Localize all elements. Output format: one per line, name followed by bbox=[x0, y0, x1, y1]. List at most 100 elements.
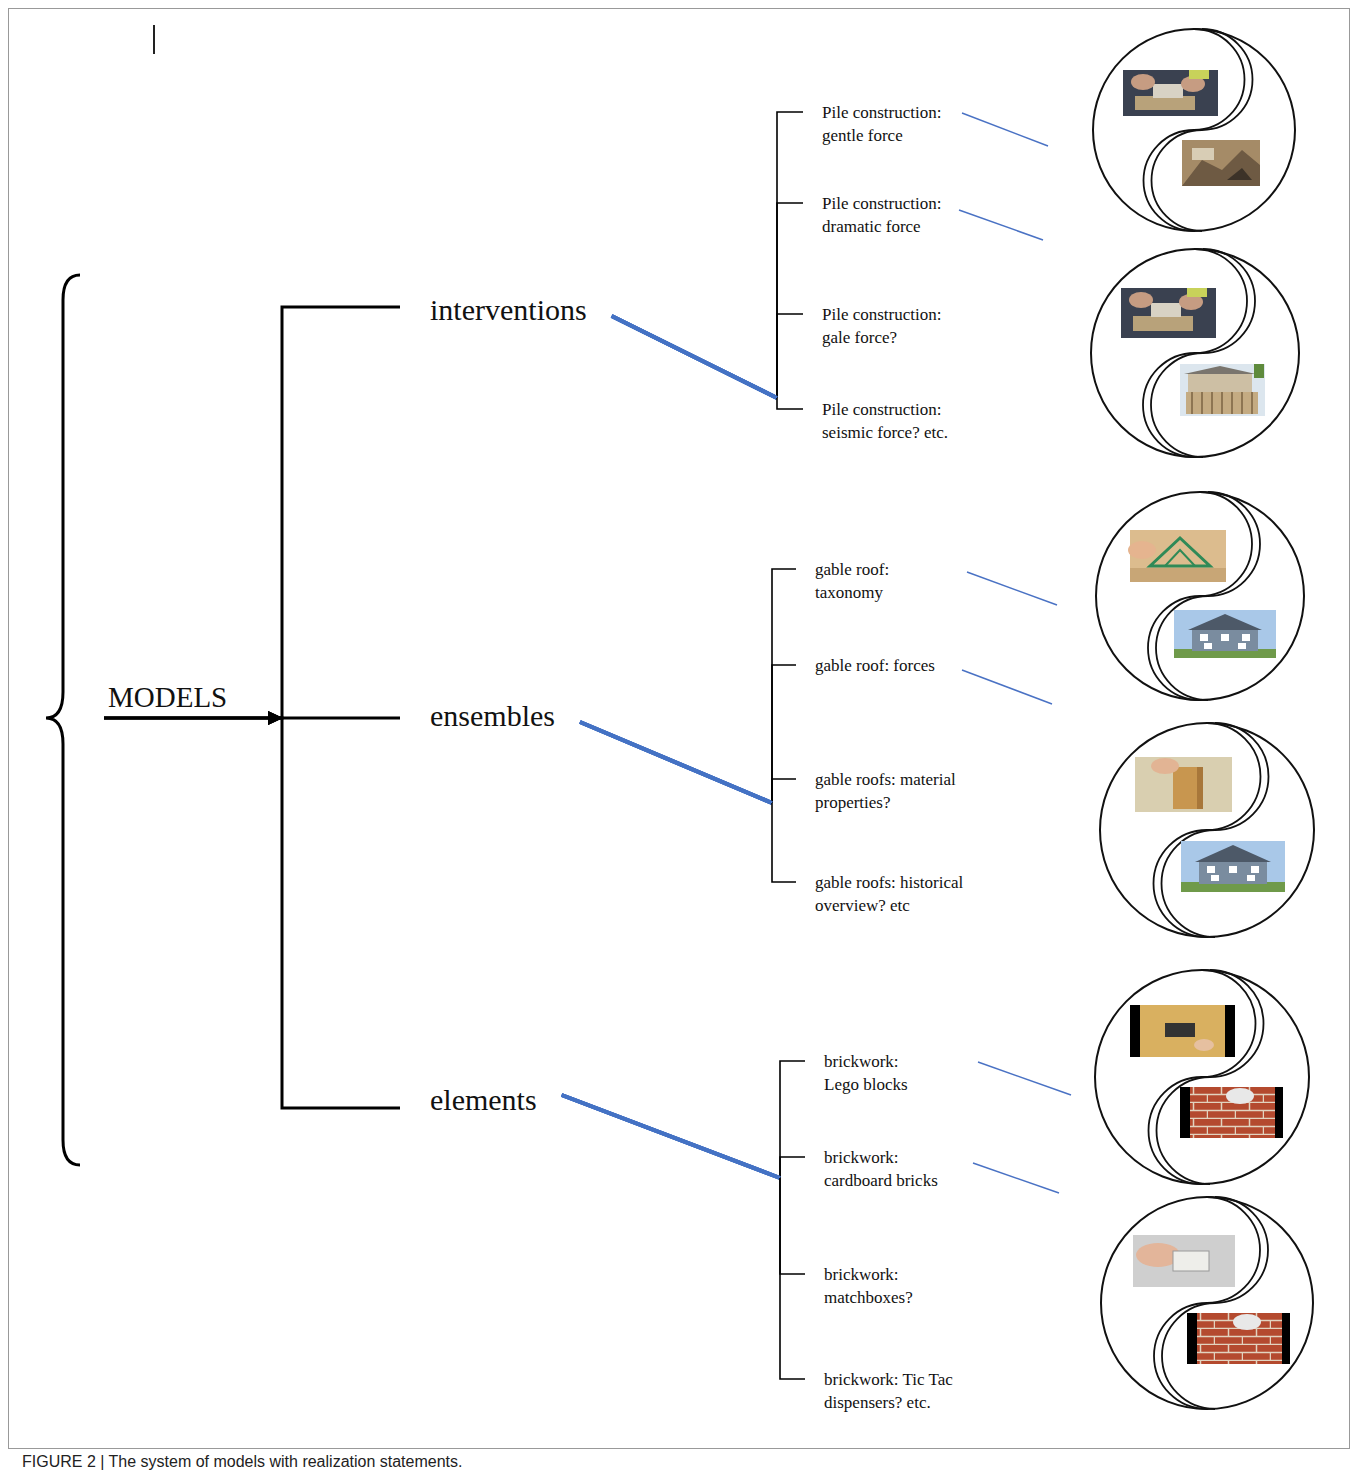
connector-line bbox=[772, 665, 796, 803]
photo-detail bbox=[1140, 1005, 1225, 1057]
category-label: elements bbox=[400, 1082, 562, 1118]
photo-ground bbox=[1180, 364, 1265, 416]
photo-detail bbox=[1207, 866, 1215, 873]
arrow-head bbox=[268, 711, 283, 725]
connector bbox=[580, 569, 796, 803]
leaf-label: gable roof: forces bbox=[796, 654, 939, 677]
connector-line bbox=[777, 203, 803, 398]
photo-detail bbox=[1197, 1313, 1282, 1364]
node-text: brickwork: Tic Tac dispensers? etc. bbox=[824, 1368, 955, 1414]
yin-yang-curve bbox=[1157, 970, 1264, 1184]
photo-detail bbox=[1192, 630, 1258, 651]
connector-line bbox=[780, 1061, 805, 1178]
yin-yang-circle bbox=[1095, 970, 1309, 1184]
connector-line bbox=[780, 1178, 805, 1274]
connector bbox=[562, 1095, 805, 1178]
yin-yang-curve bbox=[1151, 249, 1255, 457]
node-text: Pile construction: gentle force bbox=[822, 101, 944, 147]
connector-line bbox=[104, 718, 400, 1108]
lego-model-photo bbox=[1130, 1005, 1235, 1057]
node-text: Pile construction: gale force? bbox=[822, 303, 944, 349]
connector-line bbox=[104, 307, 400, 718]
photo-detail bbox=[1184, 366, 1256, 374]
connector-line bbox=[562, 1095, 780, 1178]
node-text: ensembles bbox=[430, 698, 555, 734]
photo-detail bbox=[1153, 84, 1183, 98]
leaf-label: gable roof: taxonomy bbox=[796, 558, 896, 604]
photo-ground bbox=[1130, 1005, 1235, 1057]
photo-detail bbox=[1227, 168, 1252, 180]
photo-detail bbox=[1165, 550, 1195, 566]
connector bbox=[612, 316, 803, 409]
photo-ground bbox=[1133, 1235, 1235, 1287]
connector bbox=[104, 711, 400, 1108]
yin-yang-circle bbox=[1100, 723, 1314, 937]
connector bbox=[562, 1061, 805, 1178]
figure-caption: FIGURE 2 | The system of models with rea… bbox=[22, 1452, 462, 1472]
leader-line bbox=[962, 113, 1048, 146]
connector-line bbox=[562, 1095, 780, 1178]
photo-detail bbox=[1131, 74, 1155, 90]
photo-ground bbox=[1182, 140, 1260, 186]
leader-line bbox=[978, 1062, 1071, 1095]
photo-detail bbox=[1129, 292, 1153, 308]
photo-ground bbox=[1187, 1313, 1290, 1364]
yin-yang-circle bbox=[1091, 249, 1299, 457]
node-text: gable roof: forces bbox=[815, 654, 935, 677]
photo-detail bbox=[1128, 541, 1156, 559]
yin-yang-circles bbox=[1091, 29, 1314, 1409]
photo-detail bbox=[1194, 1039, 1214, 1051]
yin-yang-curve bbox=[1162, 1197, 1268, 1409]
connector-line bbox=[772, 803, 796, 882]
connector-line bbox=[777, 314, 803, 398]
leaf-label: brickwork: Lego blocks bbox=[805, 1050, 914, 1096]
connector-line bbox=[780, 1178, 805, 1379]
photo-detail bbox=[1204, 643, 1212, 649]
connector bbox=[580, 722, 796, 803]
yin-yang-circle bbox=[1101, 1197, 1313, 1409]
photo-detail bbox=[1173, 767, 1197, 809]
node-text: brickwork: cardboard bricks bbox=[824, 1146, 940, 1192]
photo-detail bbox=[1190, 1087, 1275, 1138]
house-photo bbox=[1174, 610, 1276, 658]
photo-detail bbox=[1247, 875, 1255, 881]
photo-detail bbox=[1165, 1023, 1195, 1037]
gable-model-photo bbox=[1128, 530, 1226, 582]
photo-detail bbox=[1133, 316, 1193, 331]
connector-line bbox=[612, 316, 777, 398]
photo-ground bbox=[1181, 841, 1285, 892]
bricklaying-photo bbox=[1187, 1313, 1290, 1364]
wood-model-photo bbox=[1135, 757, 1232, 812]
yin-yang-circle bbox=[1093, 29, 1295, 231]
house-photo bbox=[1181, 841, 1285, 892]
pile-model-photo bbox=[1121, 288, 1216, 338]
leaf-label: Pile construction: gale force? bbox=[803, 303, 948, 349]
category-label: ensembles bbox=[400, 698, 580, 734]
leaf-label: gable roofs: material properties? bbox=[796, 768, 962, 814]
photo-detail bbox=[1192, 148, 1214, 160]
category-label: interventions bbox=[400, 292, 612, 328]
photo-ground bbox=[1135, 757, 1232, 812]
connector bbox=[612, 203, 803, 398]
connector-line bbox=[612, 316, 777, 398]
photo-detail bbox=[1130, 568, 1226, 582]
node-text: elements bbox=[430, 1082, 537, 1118]
pile-model-photo bbox=[1123, 70, 1218, 116]
connector bbox=[612, 314, 803, 398]
photo-detail bbox=[1200, 634, 1208, 641]
photo-ground bbox=[1174, 610, 1276, 658]
node-text: gable roof: taxonomy bbox=[815, 558, 892, 604]
leaf-label: Pile construction: seismic force? etc. bbox=[803, 398, 955, 444]
connector bbox=[562, 1095, 805, 1274]
photo-detail bbox=[1186, 392, 1258, 414]
yin-yang-curve bbox=[1156, 492, 1260, 700]
photo-detail bbox=[1192, 392, 1252, 414]
node-text: brickwork: matchboxes? bbox=[824, 1263, 915, 1309]
photo-detail bbox=[1195, 845, 1271, 862]
connector-line bbox=[772, 779, 796, 803]
figure-frame bbox=[9, 9, 1350, 1449]
node-text: brickwork: Lego blocks bbox=[824, 1050, 910, 1096]
leader-line bbox=[973, 1163, 1059, 1193]
